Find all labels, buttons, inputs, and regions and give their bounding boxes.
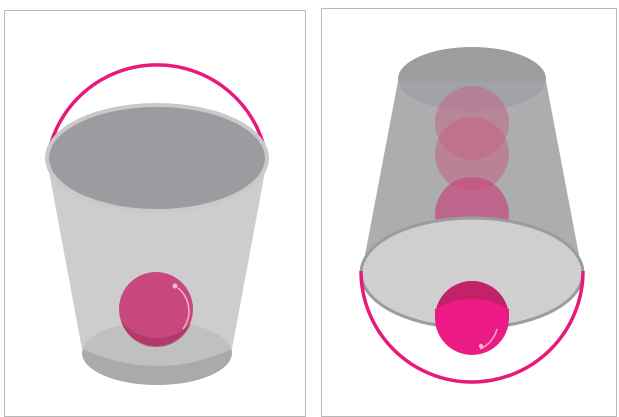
bucket-opening xyxy=(47,105,267,211)
ball xyxy=(435,281,509,355)
ball xyxy=(119,272,193,347)
inverted-bucket-illustration xyxy=(322,9,618,417)
upright-bucket-illustration xyxy=(5,11,307,417)
panel-inverted-bucket xyxy=(321,8,617,417)
panel-upright-bucket xyxy=(4,10,306,417)
